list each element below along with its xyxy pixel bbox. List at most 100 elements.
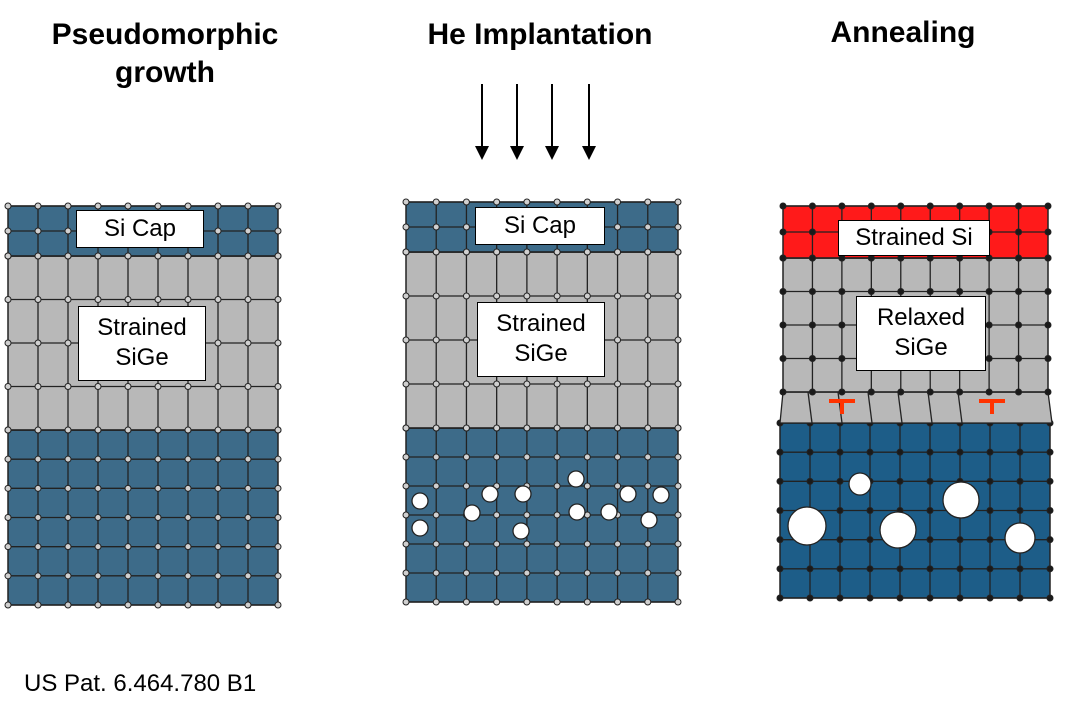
helium-bubble [514, 485, 532, 503]
lattice-node [124, 572, 132, 580]
lattice-node [214, 572, 222, 580]
lattice-node [34, 601, 42, 609]
lattice-node [1016, 477, 1024, 485]
lattice-line [897, 391, 903, 424]
si-cap-label: Si Cap [475, 207, 605, 245]
lattice-node [583, 380, 591, 388]
lattice-node [154, 426, 162, 434]
lattice-node [583, 598, 591, 606]
lattice-node [493, 511, 501, 519]
lattice-node [644, 248, 652, 256]
lattice-node [553, 292, 561, 300]
lattice-node [614, 223, 622, 231]
lattice-node [1016, 448, 1024, 456]
lattice-node [94, 252, 102, 260]
lattice-node [94, 601, 102, 609]
lattice-node [926, 388, 934, 396]
lattice-node [674, 598, 682, 606]
lattice-node [34, 383, 42, 390]
lattice-node [986, 536, 994, 544]
lattice-node [402, 569, 410, 577]
lattice-node [64, 455, 72, 463]
lattice-node [64, 296, 72, 303]
lattice-node [523, 292, 531, 300]
helium-bubble [787, 506, 827, 546]
lattice-node [523, 511, 531, 519]
lattice-node [808, 288, 816, 295]
lattice-line [807, 391, 813, 424]
lattice-node [986, 594, 994, 602]
lattice-node [523, 424, 531, 432]
lattice-node [124, 252, 132, 260]
lattice-node [985, 355, 993, 362]
lattice-node [808, 388, 816, 396]
lattice-node [64, 202, 72, 210]
lattice-node [34, 543, 42, 551]
lattice-node [986, 507, 994, 514]
lattice-node [1044, 202, 1052, 210]
lattice-node [64, 339, 72, 347]
lattice-node [94, 383, 102, 390]
lattice-node [274, 227, 282, 235]
lattice-node [553, 569, 561, 577]
lattice-node [956, 388, 964, 396]
lattice-node [462, 540, 470, 548]
lattice-node [34, 484, 42, 492]
strained-sige-label: Strained SiGe [477, 302, 605, 377]
lattice-node [4, 252, 12, 260]
helium-bubble [942, 481, 980, 519]
lattice-node [4, 455, 12, 463]
lattice-node [462, 569, 470, 577]
lattice-node [838, 202, 846, 210]
lattice-node [214, 514, 222, 521]
lattice-node [1046, 536, 1054, 544]
lattice-node [897, 202, 905, 210]
lattice-node [214, 543, 222, 551]
lattice-node [806, 448, 814, 456]
implant-arrow-head [510, 146, 524, 160]
helium-bubble [1004, 522, 1036, 554]
lattice-node [838, 388, 846, 396]
lattice-node [64, 383, 72, 390]
lattice-node [523, 569, 531, 577]
lattice-node [1015, 288, 1023, 295]
lattice-node [866, 594, 874, 602]
lattice-node [779, 254, 787, 262]
lattice-node [1016, 507, 1024, 514]
helium-bubble [568, 503, 586, 521]
lattice-node [896, 477, 904, 485]
lattice-node [34, 455, 42, 463]
lattice-node [806, 477, 814, 485]
lattice-node [926, 477, 934, 485]
lattice-node [4, 227, 12, 235]
helium-bubble [481, 485, 499, 503]
lattice-node [523, 598, 531, 606]
helium-bubble [411, 492, 429, 510]
lattice-node [184, 455, 192, 463]
lattice-node [462, 248, 470, 256]
lattice-node [184, 514, 192, 521]
lattice-node [124, 543, 132, 551]
lattice-node [244, 601, 252, 609]
lattice-node [64, 514, 72, 521]
lattice-node [94, 426, 102, 434]
helium-bubble [512, 522, 530, 540]
lattice-node [124, 296, 132, 303]
helium-bubble [879, 511, 917, 549]
lattice-node [897, 288, 905, 295]
lattice-node [674, 336, 682, 344]
lattice-node [674, 292, 682, 300]
lattice-node [432, 292, 440, 300]
lattice-node [184, 484, 192, 492]
lattice-node [674, 453, 682, 461]
lattice-node [184, 426, 192, 434]
lattice-node [432, 380, 440, 388]
implant-arrow-head [545, 146, 559, 160]
lattice-node [402, 336, 410, 344]
lattice-node [402, 540, 410, 548]
lattice-node [244, 339, 252, 347]
lattice-node [402, 598, 410, 606]
lattice-node [274, 202, 282, 210]
lattice-node [274, 572, 282, 580]
lattice-node [4, 426, 12, 434]
